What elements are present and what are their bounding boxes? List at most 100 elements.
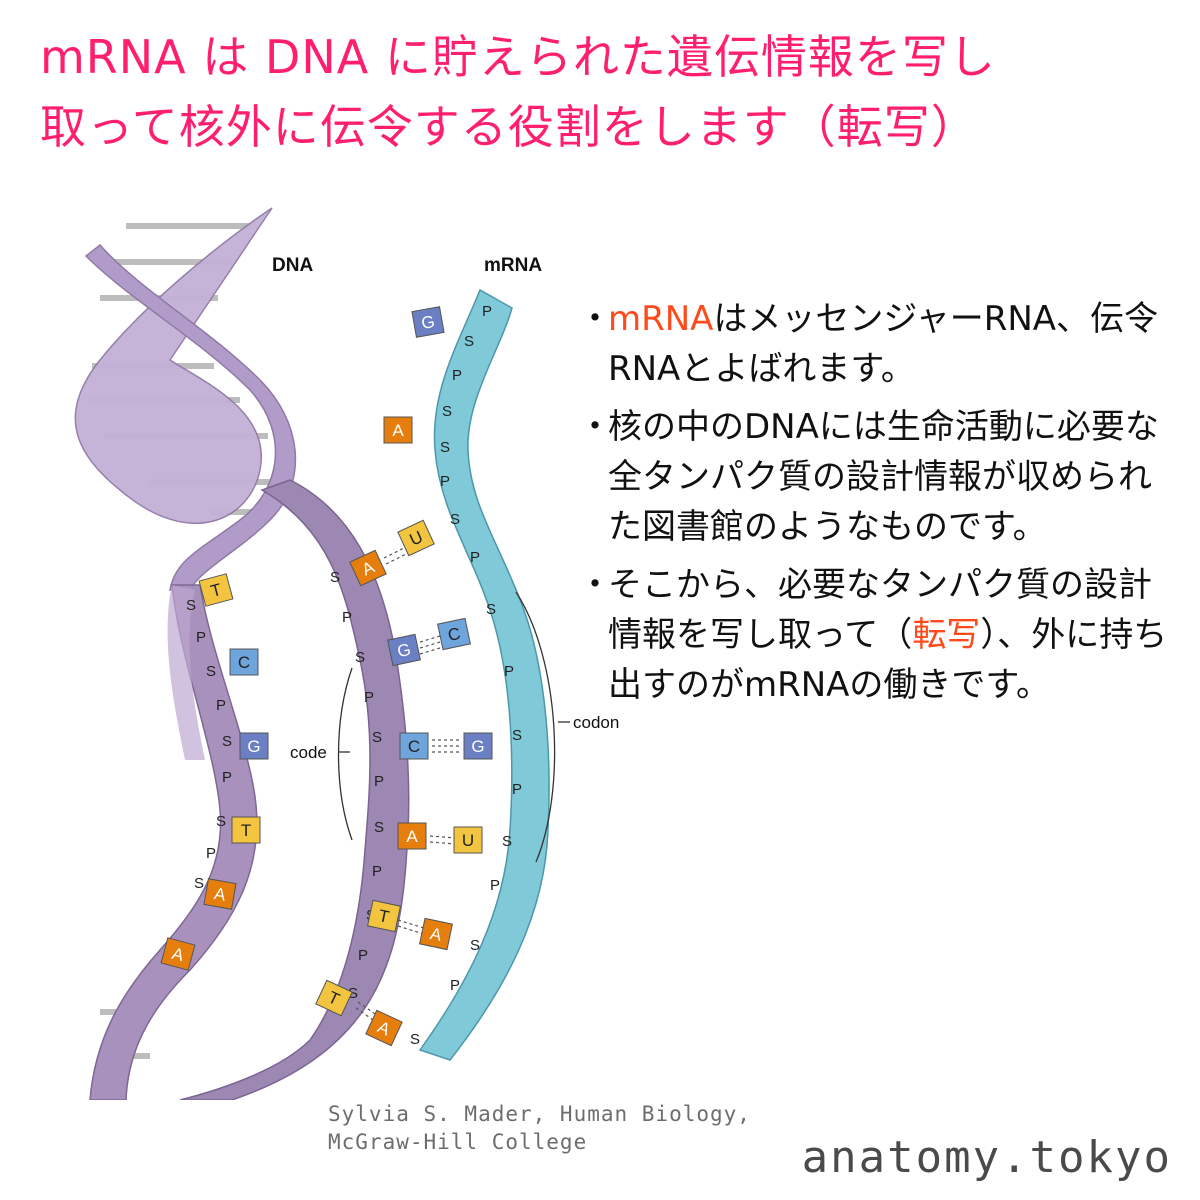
template-strand-base: A: [397, 822, 427, 850]
mrna-base: A: [383, 416, 413, 444]
sugar-label: S: [442, 403, 452, 420]
phosphate-label: P: [374, 773, 384, 790]
base-letter: T: [377, 906, 391, 927]
page-title: mRNA は DNA に貯えられた遺伝情報を写し 取って核外に伝令する役割をしま…: [40, 22, 1170, 162]
phosphate-label: P: [372, 863, 382, 880]
sugar-label: S: [348, 985, 358, 1002]
mrna-base: A: [365, 1009, 403, 1047]
base-letter: A: [428, 924, 444, 945]
coding-strand-base: A: [160, 937, 196, 971]
dna-label: DNA: [272, 255, 313, 276]
sugar-label: S: [194, 875, 204, 892]
sugar-label: S: [512, 727, 522, 744]
base-block: [239, 732, 269, 760]
base-letter: T: [209, 580, 224, 601]
base-block: [383, 416, 413, 444]
title-line-2: 取って核外に伝令する役割をします（転写）: [40, 100, 978, 154]
bullet-dot: ・: [578, 299, 612, 339]
dna-transcription-diagram: S P S P S P S P S P S S P S P S P S P S …: [74, 207, 619, 1100]
bullet-text: はメッセンジャーRNA、伝令RNAとよばれます。: [608, 299, 1159, 389]
base-block: [437, 617, 471, 651]
bullet-text: そこから、必要なタンパク質の設計情報を写し取って（: [608, 565, 1152, 655]
base-letter: G: [420, 312, 436, 333]
explanation-item: ・mRNAはメッセンジャーRNA、伝令RNAとよばれます。: [578, 294, 1178, 394]
mrna-base: G: [463, 732, 493, 760]
base-block: [453, 826, 483, 854]
title-line-1: mRNA は DNA に貯えられた遺伝情報を写し: [40, 30, 996, 84]
base-block: [349, 549, 387, 587]
code-label: code: [290, 743, 327, 762]
base-block: [397, 519, 435, 557]
template-strand-base: A: [349, 549, 387, 587]
mrna-base: A: [419, 917, 453, 951]
hydrogen-bonds: [355, 545, 462, 1023]
bullet-dot: ・: [578, 407, 612, 447]
code-bracket: [337, 667, 353, 841]
base-block: [399, 732, 429, 760]
mrna-strand: [418, 288, 550, 1061]
coding-strand-base: C: [229, 648, 259, 676]
sugar-label: S: [222, 733, 232, 750]
base-letter: C: [238, 653, 250, 672]
bullet-text: ）、外に持ち出すのがmRNAの働きです。: [608, 615, 1168, 705]
sugar-label: S: [206, 663, 216, 680]
base-block: [419, 917, 453, 951]
mrna-label: mRNA: [484, 255, 542, 276]
coding-strand-base: T: [198, 573, 234, 607]
mrna-base: U: [397, 519, 435, 557]
phosphate-label: P: [222, 769, 232, 786]
base-letter: G: [396, 640, 413, 661]
phosphate-label: P: [342, 609, 352, 626]
phosphate-label: P: [358, 947, 368, 964]
base-letter: A: [392, 421, 404, 440]
highlight-text: mRNA: [608, 299, 714, 339]
credit-line-2: McGraw-Hill College: [328, 1130, 588, 1154]
sugar-label: S: [450, 511, 460, 528]
base-block: [160, 937, 196, 971]
base-block: [387, 633, 421, 667]
sugar-label: S: [355, 649, 365, 666]
mrna-base: U: [453, 826, 483, 854]
sugar-label: S: [410, 1031, 420, 1048]
phosphate-label: P: [196, 629, 206, 646]
sugar-label: S: [502, 833, 512, 850]
sugar-label: S: [486, 601, 496, 618]
bullet-text: 核の中のDNAには生命活動に必要な全タンパク質の設計情報が収められた図書館のよう…: [608, 407, 1159, 547]
phosphate-label: P: [206, 845, 216, 862]
dna-strand-coding: [89, 584, 258, 1100]
sugar-label: S: [464, 333, 474, 350]
base-letter: G: [471, 737, 484, 756]
phosphate-label: P: [470, 549, 480, 566]
dna-strand-template: [179, 479, 410, 1100]
site-brand: anatomy.tokyo: [801, 1132, 1172, 1183]
template-strand-base: T: [367, 899, 401, 933]
base-letter: G: [247, 737, 260, 756]
bullet-dot: ・: [578, 565, 612, 605]
sugar-label: S: [440, 439, 450, 456]
mrna-base: G: [411, 306, 445, 338]
sugar-label: S: [216, 813, 226, 830]
phosphate-label: P: [452, 367, 462, 384]
base-letter: A: [406, 827, 418, 846]
image-credit: Sylvia S. Mader, Human Biology, McGraw-H…: [328, 1100, 751, 1156]
codon-bracket: [515, 591, 556, 863]
sugar-label: S: [372, 729, 382, 746]
phosphate-label: P: [490, 877, 500, 894]
base-block: [463, 732, 493, 760]
base-letter: C: [446, 624, 462, 645]
base-block: [229, 648, 259, 676]
mrna-backbone-labels: P S P S S P S P S P S P S P S P S: [410, 303, 522, 1048]
base-block: [367, 899, 401, 933]
coding-backbone-labels: S P S P S P S P S: [186, 597, 232, 892]
phosphate-label: P: [512, 781, 522, 798]
coding-strand-base: G: [239, 732, 269, 760]
base-block: [198, 573, 234, 607]
sugar-label: S: [330, 569, 340, 586]
base-block: [411, 306, 445, 338]
base-block: [315, 979, 353, 1017]
coding-strand-base: A: [203, 878, 237, 910]
explanation-item: ・核の中のDNAには生命活動に必要な全タンパク質の設計情報が収められた図書館のよ…: [578, 402, 1178, 552]
mrna-base: C: [437, 617, 471, 651]
explanation-item: ・そこから、必要なタンパク質の設計情報を写し取って（転写）、外に持ち出すのがmR…: [578, 560, 1178, 710]
